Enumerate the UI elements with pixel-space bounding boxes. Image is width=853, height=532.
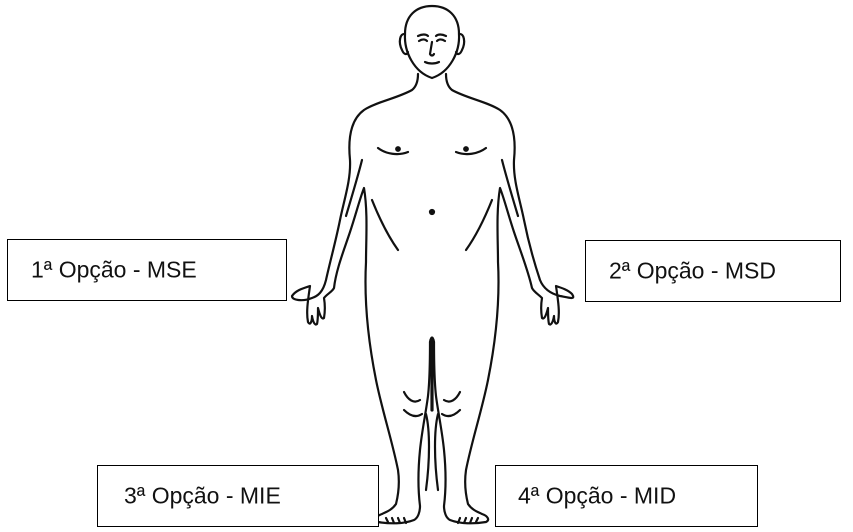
face-nose [430, 42, 434, 56]
option-2-box: 2ª Opção - MSD [585, 240, 841, 302]
chest-right [456, 148, 486, 154]
face-mouth [425, 62, 439, 64]
left-knee [404, 392, 422, 416]
face-eyes [419, 40, 445, 42]
option-1-label: 1ª Opção - MSE [31, 259, 197, 282]
left-waist [372, 200, 398, 250]
face-brows [418, 35, 446, 37]
option-2-label: 2ª Opção - MSD [609, 260, 776, 283]
option-1-box: 1ª Opção - MSE [7, 239, 287, 301]
left-inner-arm [346, 160, 362, 216]
left-calf [426, 414, 429, 490]
navel [430, 210, 434, 214]
left-nipple [396, 147, 400, 151]
option-4-box: 4ª Opção - MID [495, 465, 758, 527]
right-waist [466, 200, 492, 250]
option-3-label: 3ª Opção - MIE [124, 485, 281, 508]
chest-left [378, 148, 408, 154]
option-3-box: 3ª Opção - MIE [97, 465, 379, 527]
right-body-contour [434, 74, 573, 523]
right-knee [442, 392, 460, 416]
right-inner-arm [502, 160, 518, 216]
option-4-label: 4ª Opção - MID [518, 485, 676, 508]
right-nipple [464, 147, 468, 151]
right-calf [435, 414, 438, 490]
left-body-contour [292, 74, 430, 523]
